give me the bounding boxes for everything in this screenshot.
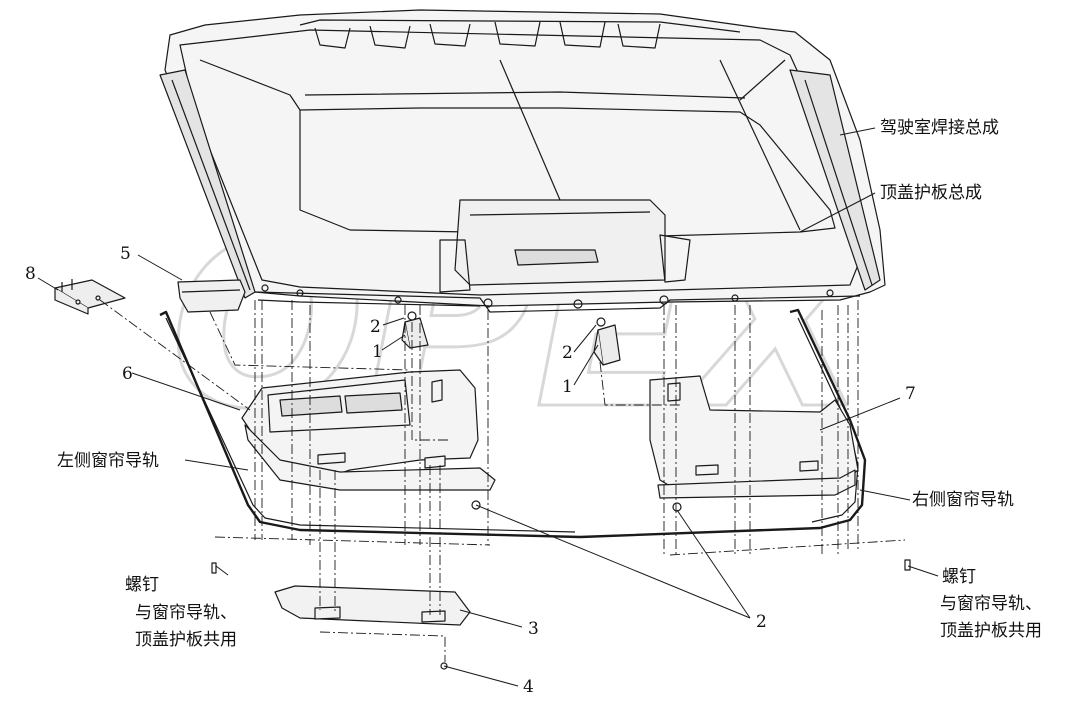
label-screw-right-title: 螺钉 xyxy=(942,567,976,587)
label-left-curtain-rail: 左侧窗帘导轨 xyxy=(57,451,159,471)
label-screw-left-title: 螺钉 xyxy=(125,575,159,595)
part-7-right-trim-panel xyxy=(649,375,859,499)
label-roof-panel-assembly: 顶盖护板总成 xyxy=(880,183,982,203)
part-number-1-mid: 1 xyxy=(562,377,573,397)
label-right-curtain-rail: 右侧窗帘导轨 xyxy=(912,490,1014,510)
roof-panel-assembly xyxy=(254,284,861,313)
part-number-3: 3 xyxy=(528,619,539,639)
label-screw-left-line2: 顶盖护板共用 xyxy=(135,630,237,650)
part-3-cover xyxy=(274,585,471,626)
part-number-5: 5 xyxy=(120,244,131,264)
part-number-8: 8 xyxy=(25,264,36,284)
part-1-bracket-mid xyxy=(593,324,621,366)
alignment-lines xyxy=(99,299,906,662)
part-number-2-bottom: 2 xyxy=(756,612,767,632)
label-screw-right-line1: 与窗帘导轨、 xyxy=(940,594,1042,614)
label-screw-right-line2: 顶盖护板共用 xyxy=(940,621,1042,641)
part-5-pocket xyxy=(177,279,246,313)
label-cab-weld-assembly: 驾驶室焊接总成 xyxy=(880,118,999,138)
part-number-2-mid: 2 xyxy=(562,343,573,363)
label-screw-left-line1: 与窗帘导轨、 xyxy=(135,603,237,623)
part-number-7: 7 xyxy=(905,384,916,404)
leader-lines xyxy=(37,127,939,687)
part-number-4: 4 xyxy=(523,677,534,697)
cab-weld-assembly xyxy=(159,9,886,307)
left-curtain-rail xyxy=(159,310,581,539)
part-number-2-left: 2 xyxy=(370,317,381,337)
part-number-6: 6 xyxy=(122,364,133,384)
part-number-1-left: 1 xyxy=(372,342,383,362)
part-8-bracket xyxy=(54,279,126,315)
part-6-left-trim-panel xyxy=(241,369,496,491)
